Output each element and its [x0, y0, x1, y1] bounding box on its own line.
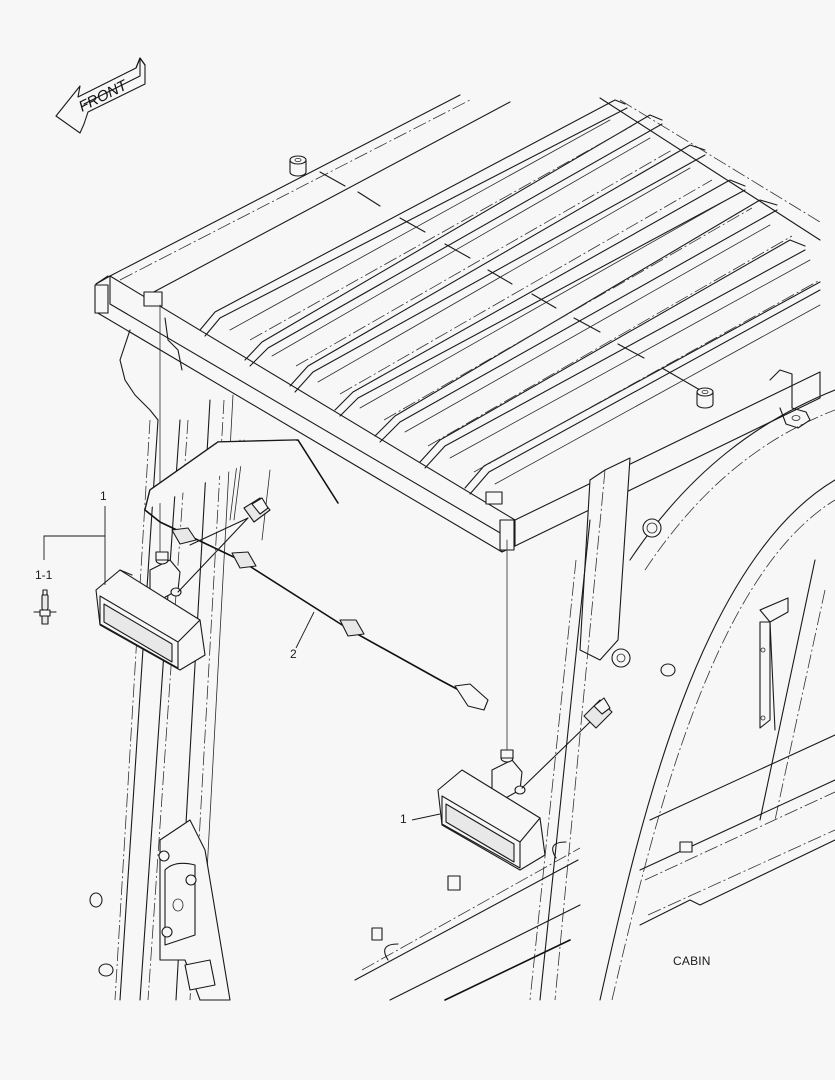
diagram-caption: CABIN: [673, 954, 711, 968]
callout-2: 2: [290, 647, 297, 661]
roof-crossbars: [319, 171, 701, 391]
callout-1-right: 1: [400, 812, 407, 826]
halogen-bulb-icon: [33, 589, 57, 625]
callout-1-1: 1-1: [35, 568, 53, 582]
front-label: FRONT: [76, 76, 131, 115]
callout-1-left: 1: [100, 489, 107, 503]
roof-frame: [94, 94, 821, 553]
front-direction-arrow-icon: FRONT: [55, 57, 146, 134]
callout-leaders: [43, 506, 441, 821]
cabin-frame: [89, 317, 835, 1001]
work-lamp-left: [95, 517, 249, 671]
roof-boss-left: [289, 155, 307, 177]
roof-slats: [199, 99, 821, 495]
work-lamp-right: [437, 697, 613, 871]
wiring-harness: [144, 439, 489, 711]
roof-boss-right: [696, 387, 714, 409]
roof-bracket: [769, 369, 811, 429]
